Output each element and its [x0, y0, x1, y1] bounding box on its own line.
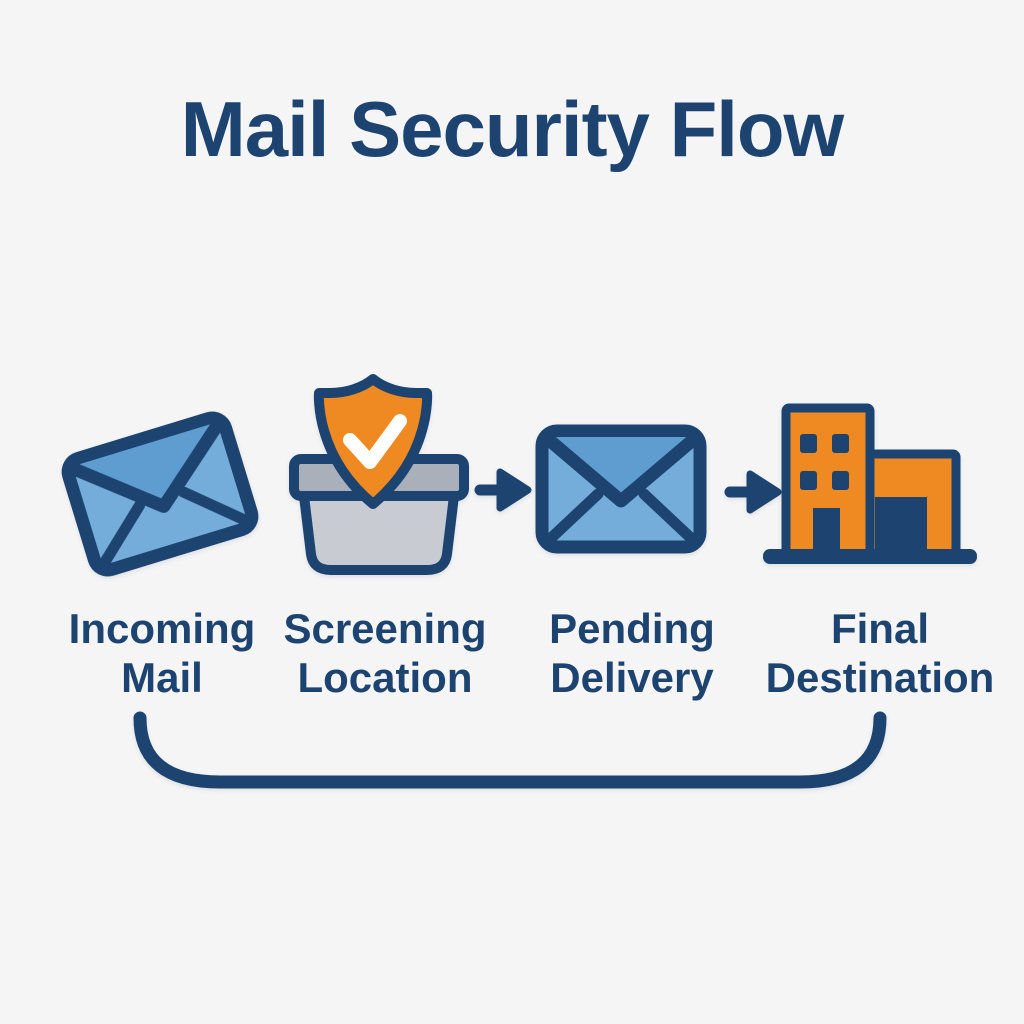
- envelope-icon: [535, 424, 707, 554]
- stage-label-final-destination: Final Destination: [720, 604, 1024, 702]
- shield-check-icon: [313, 374, 433, 509]
- stage-label-incoming-mail: Incoming Mail: [2, 604, 322, 702]
- stage-label-line: Delivery: [550, 654, 714, 701]
- stage-label-screening-location: Screening Location: [225, 604, 545, 702]
- building-icon: [762, 403, 978, 568]
- page-title: Mail Security Flow: [180, 85, 844, 173]
- screening-bin-shield-check-icon: [288, 373, 470, 587]
- stage-label-line: Destination: [765, 654, 995, 701]
- right-arrow-icon: [474, 464, 534, 516]
- right-arrow-icon: [724, 466, 784, 518]
- stage-label-line: Final: [830, 605, 929, 652]
- stage-label-line: Screening: [283, 605, 487, 652]
- return-loop-bracket: [125, 708, 895, 800]
- tilted-envelope-icon: [56, 406, 264, 582]
- stage-label-line: Location: [297, 654, 473, 701]
- stage-label-line: Incoming: [68, 605, 256, 652]
- stage-label-pending-delivery: Pending Delivery: [472, 604, 792, 702]
- stage-label-line: Mail: [121, 654, 203, 701]
- stage-label-line: Pending: [549, 605, 715, 652]
